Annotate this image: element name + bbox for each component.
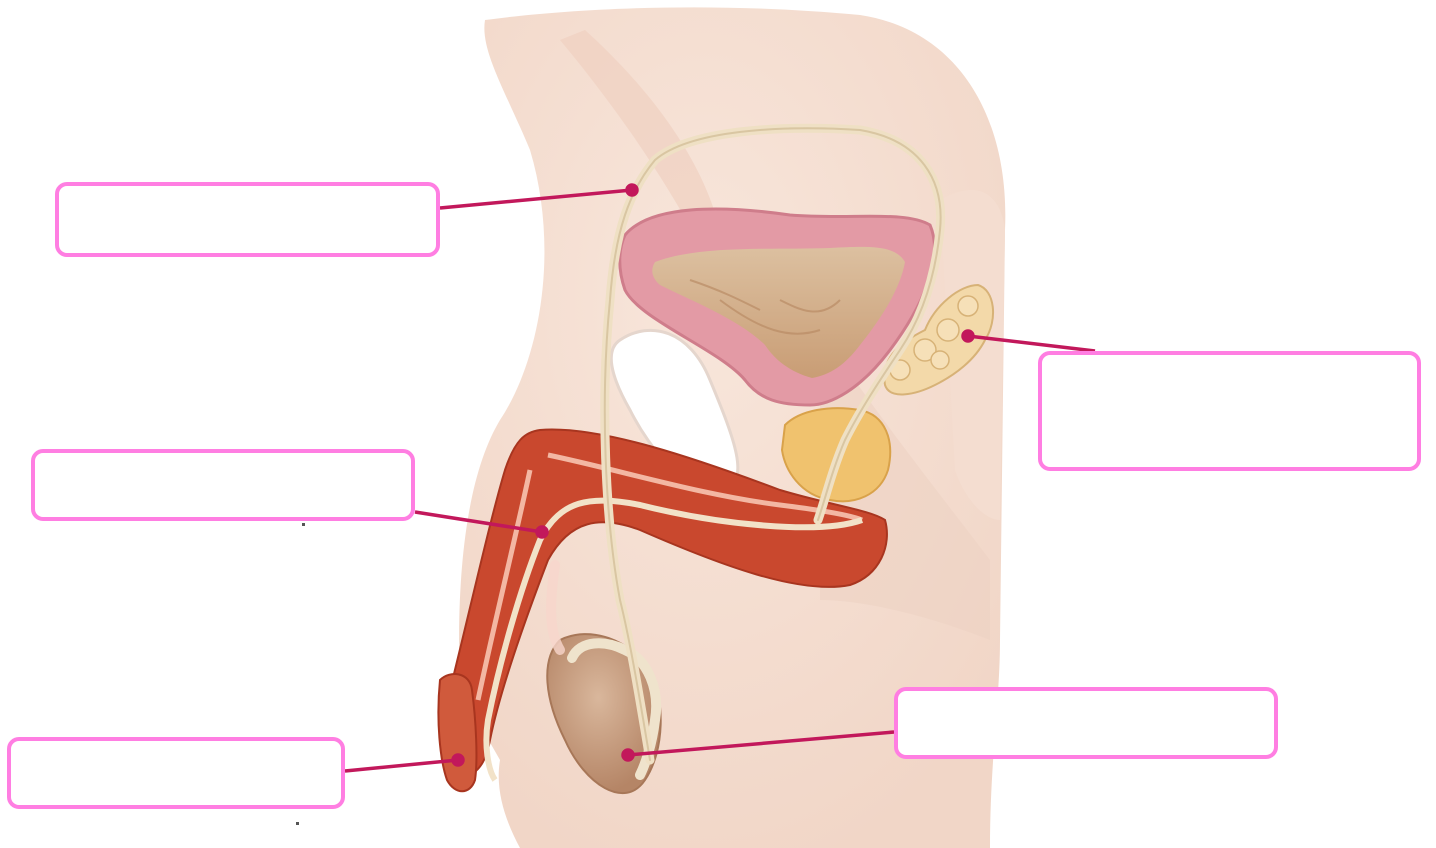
label-box-vas-deferens[interactable] — [55, 182, 440, 257]
label-box-seminal-vesicle[interactable] — [1038, 351, 1421, 471]
stray-mark — [296, 822, 299, 825]
leader-line-penis — [345, 760, 458, 771]
stray-mark — [302, 523, 305, 526]
leader-dot-urethra — [537, 527, 547, 537]
leader-dot-vas-deferens — [627, 185, 637, 195]
leader-dot-testis — [623, 750, 633, 760]
label-box-testis[interactable] — [894, 687, 1278, 759]
label-box-penis[interactable] — [7, 737, 345, 809]
label-box-urethra[interactable] — [31, 449, 415, 521]
leader-dot-seminal-vesicle — [963, 331, 973, 341]
leader-dot-penis — [453, 755, 463, 765]
